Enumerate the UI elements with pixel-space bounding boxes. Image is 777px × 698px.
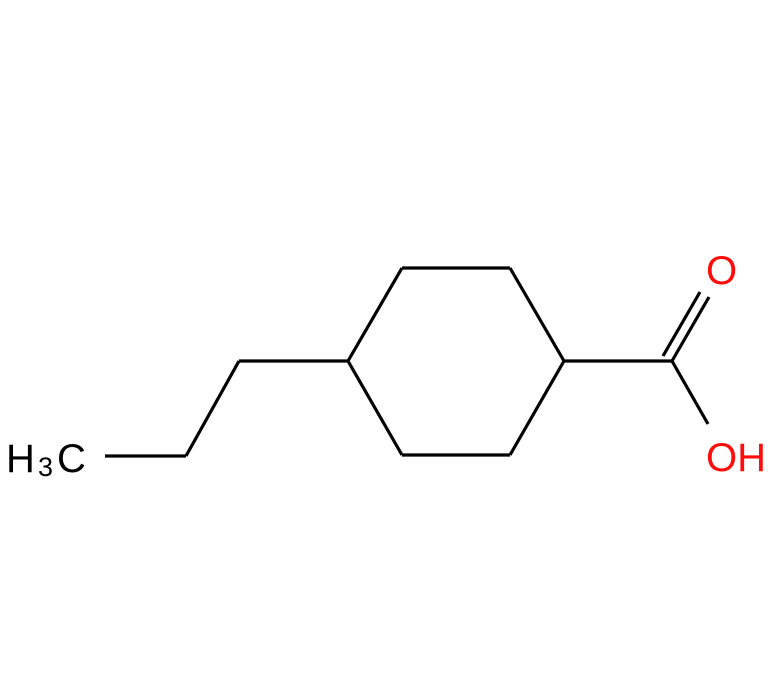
- ring-bond-3: [508, 267, 566, 362]
- methyl-label-subscript: 3: [38, 452, 53, 482]
- methyl-label-h: H: [6, 437, 35, 481]
- bond-carbonyl-double-a: [670, 296, 711, 362]
- ring-bond-4: [508, 360, 566, 456]
- carbonyl-oxygen-label: O: [706, 249, 737, 293]
- methyl-label-c: C: [57, 437, 86, 481]
- bonds: [105, 266, 711, 458]
- hydroxyl-label: OH: [706, 436, 766, 480]
- ring-bond-6: [346, 360, 404, 456]
- bond-ch2-ch2: [184, 360, 241, 457]
- bond-carbonyl-double-b: [661, 291, 702, 357]
- atom-labels: H 3 C O OH: [6, 249, 766, 482]
- ring-bond-1: [346, 267, 404, 362]
- bond-c-oh: [670, 360, 710, 425]
